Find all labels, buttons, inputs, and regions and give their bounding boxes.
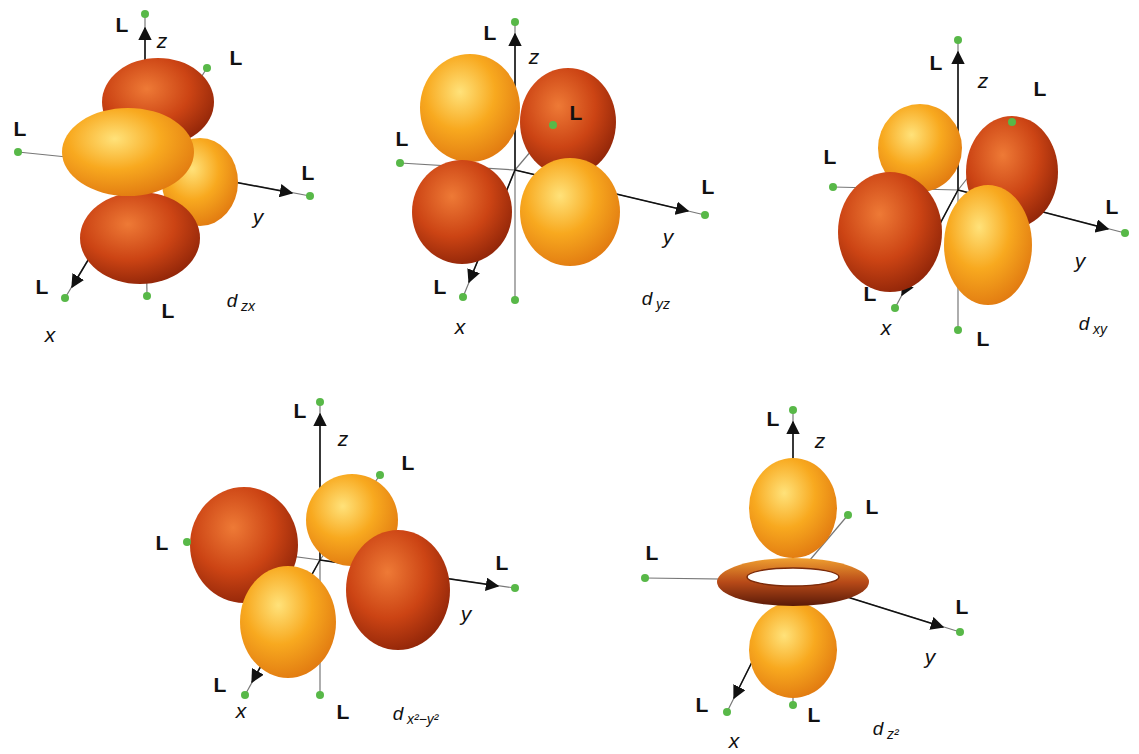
ligand-label: L [36,276,49,297]
ligand-label: L [866,496,879,517]
ligand-label: L [337,701,350,722]
dz2-orbital [717,458,869,698]
ligand-label: L [434,276,447,297]
orbital-label: d [227,291,238,310]
ligand-label: L [162,300,175,321]
axis-label: y [461,603,472,624]
ligand-label: L [808,704,821,725]
ligand-label: L [646,542,659,563]
orbital-label: d [873,719,884,738]
orbital-subscript: zx [241,299,255,313]
axis-label: z [978,70,989,91]
ligand-label: L [484,22,497,43]
ligand-label: L [302,162,315,183]
ligand-label: L [230,47,243,68]
orbital-label: d [393,704,404,723]
orbital-subscript: xy [1093,322,1107,336]
ligand-label: L [214,674,227,695]
axes [400,22,705,300]
ligand-label: L [824,146,837,167]
ligand-label: L [864,283,877,304]
axis-label: z [338,428,349,449]
axis-label: x [45,324,56,345]
ligand-label: L [1106,196,1119,217]
ligand-label: L [116,14,129,35]
dzx-orbital [62,58,238,284]
axis-label: y [1075,250,1086,271]
axis-label: x [236,700,247,721]
axis-label: x [729,730,740,751]
orbital-subscript: z² [887,727,899,741]
orbital-label: d [642,289,653,308]
ligand-label: L [570,102,583,123]
ligand-label: L [767,408,780,429]
axis-label: y [253,206,264,227]
ligand-label: L [14,118,27,139]
axis-label: z [157,30,168,51]
axis-label: y [663,226,674,247]
ligand-label: L [1034,78,1047,99]
ligand-label: L [696,694,709,715]
ligand-label: L [956,596,969,617]
ligand-label: L [930,52,943,73]
ligand-label: L [402,452,415,473]
dyz-orbital [412,54,620,266]
axes [18,14,310,298]
ligand-label: L [702,176,715,197]
axis-label: x [455,316,466,337]
ligand-label: L [977,328,990,349]
ligand-label: L [496,552,509,573]
ligand-label: L [396,128,409,149]
axes [833,40,1125,330]
axis-label: x [881,317,892,338]
dxy-orbital [838,104,1058,305]
axis-label: z [815,430,826,451]
axis-label: y [925,646,936,667]
axis-label: z [529,46,540,67]
orbital-subscript: x²−y² [407,712,439,726]
dx2-y2-orbital [190,474,450,678]
ligand-dots [14,10,1129,716]
orbital-label: d [1079,314,1090,333]
ligand-label: L [294,400,307,421]
axes [187,402,515,695]
axes [645,410,960,712]
ligand-label: L [156,532,169,553]
orbital-subscript: yz [656,297,670,311]
